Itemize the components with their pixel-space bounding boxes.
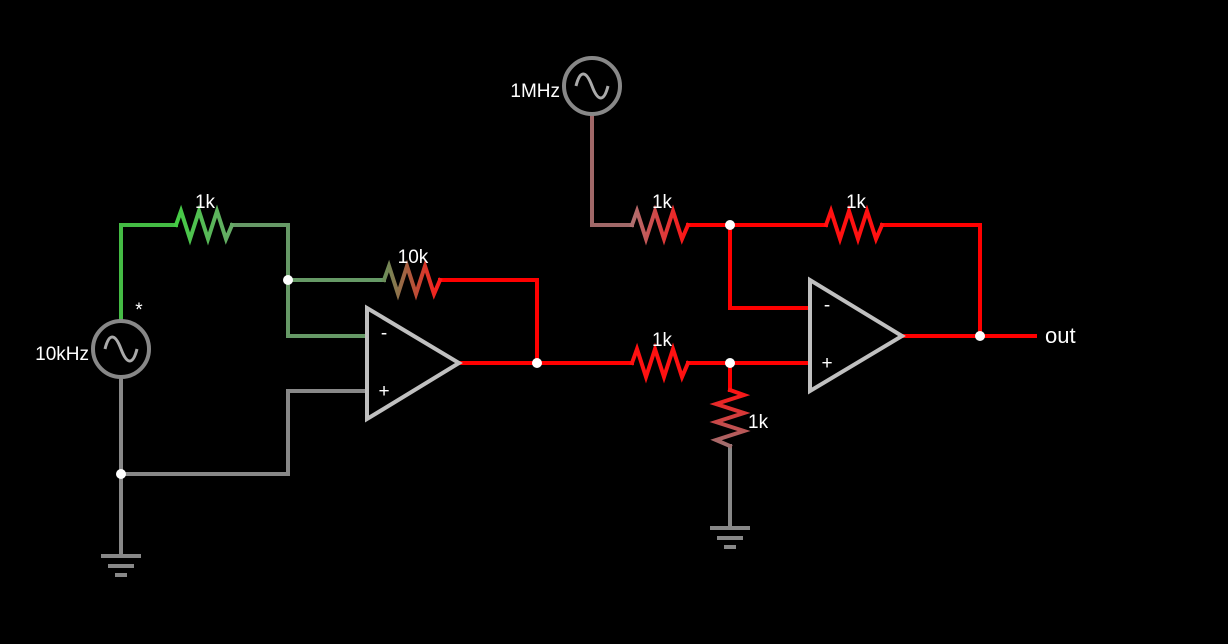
resistor-feedback-1-zigzag	[381, 259, 443, 301]
resistor-series-1k[interactable]	[629, 342, 691, 384]
resistor-mix-in-label: 1k	[652, 192, 673, 213]
ground-right	[710, 526, 750, 549]
resistor-input-label: 1k	[195, 192, 216, 213]
sine-wave-icon	[103, 335, 139, 363]
junction-dot	[725, 358, 735, 368]
resistor-shunt-zigzag	[709, 387, 751, 449]
resistor-series-label: 1k	[652, 330, 673, 351]
ac-source-1mhz[interactable]	[562, 56, 622, 116]
resistor-mix-in-zigzag	[629, 204, 691, 246]
wire-ground-to-noninverting-input	[119, 389, 369, 476]
opamp-2-minus-label: -	[824, 295, 830, 316]
source-10khz-marker: *	[135, 300, 143, 321]
junction-dot	[975, 331, 985, 341]
resistor-feedback-1-label: 10k	[398, 247, 429, 268]
wire-feedback-1	[438, 278, 539, 365]
resistor-feedback-2-label: 1k	[846, 192, 867, 213]
source-10khz-label: 10kHz	[35, 344, 89, 365]
opamp-triangle-icon	[808, 276, 906, 395]
ac-source-10khz[interactable]	[91, 319, 151, 379]
wire-to-inverting-input-2	[728, 223, 812, 310]
junction-dot	[116, 469, 126, 479]
opamp-triangle-icon	[365, 304, 463, 423]
junctions	[116, 220, 985, 479]
resistor-shunt-label: 1k	[748, 412, 769, 433]
resistor-shunt-1k[interactable]	[709, 387, 751, 449]
sine-wave-icon	[574, 72, 610, 100]
wire-1mhz-to-resistor	[590, 114, 634, 227]
resistor-feedback-10k[interactable]	[381, 259, 443, 301]
resistor-feedback-2-1k[interactable]	[823, 204, 885, 246]
resistor-input-1k[interactable]	[173, 204, 235, 246]
output-label: out	[1045, 323, 1076, 348]
wire-source-to-r1	[119, 223, 178, 320]
resistor-mix-in-1k[interactable]	[629, 204, 691, 246]
resistor-input-zigzag	[173, 204, 235, 246]
opamp-1-minus-label: -	[381, 323, 387, 344]
resistor-series-zigzag	[629, 342, 691, 384]
source-1mhz-label: 1MHz	[510, 81, 560, 102]
resistor-feedback-2-zigzag	[823, 204, 885, 246]
wire-feedback-2	[880, 223, 982, 338]
wire-group-input	[119, 223, 386, 558]
opamp-1-plus-label: +	[378, 381, 389, 402]
opamp-1[interactable]	[365, 304, 463, 423]
opamp-2-plus-label: +	[821, 353, 832, 374]
opamp-2[interactable]	[808, 276, 906, 395]
junction-dot	[532, 358, 542, 368]
junction-dot	[283, 275, 293, 285]
ground-left	[101, 554, 141, 577]
junction-dot	[725, 220, 735, 230]
wire-group-active	[438, 114, 1037, 530]
